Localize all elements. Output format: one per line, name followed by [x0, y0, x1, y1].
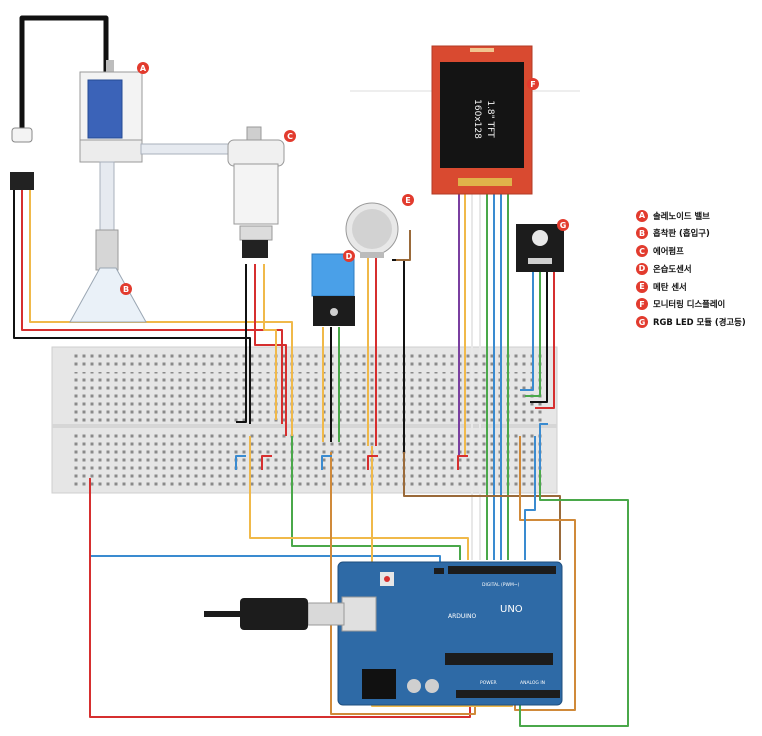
valve-connector: [10, 127, 34, 190]
legend-label-d: 온습도센서: [653, 263, 692, 274]
legend-item-c: C 에어펌프: [636, 243, 762, 260]
legend-item-f: F 모니터링 디스플레이: [636, 296, 762, 313]
badge-d: [343, 250, 355, 262]
usb-cable: [204, 596, 377, 632]
tft-text-line1: 1.8" TFT: [485, 100, 495, 138]
arduino-analog-header: ANALOG IN: [520, 680, 545, 686]
legend-badge-g: G: [636, 316, 648, 329]
legend-label-c: 에어펌프: [653, 246, 684, 257]
badge-f-letter: F: [530, 80, 535, 89]
air-pump: [227, 126, 285, 258]
badge-c-letter: C: [287, 132, 293, 141]
badge-e-letter: E: [405, 196, 410, 205]
badge-f: [527, 78, 539, 90]
legend-badge-b: B: [636, 227, 648, 240]
breadboard: [51, 346, 558, 494]
legend-badge-f: F: [636, 298, 648, 311]
arduino-power-header: POWER: [480, 680, 497, 686]
badge-a-letter: A: [140, 64, 147, 73]
legend-label-e: 메탄 센서: [653, 281, 687, 292]
component-legend: A 솔레노이드 밸브 B 흡착판 (흡입구) C 에어펌프 D 온습도센서 E …: [636, 207, 762, 332]
badge-e: [402, 194, 414, 206]
legend-label-b: 흡착판 (흡입구): [653, 228, 710, 239]
suction-cup: [69, 229, 147, 323]
arduino-uno-board: [337, 561, 563, 706]
arduino-brand: ARDUINO: [448, 613, 477, 620]
legend-badge-d: D: [636, 262, 648, 275]
badge-a: [137, 62, 149, 74]
legend-label-a: 솔레노이드 밸브: [653, 210, 710, 221]
legend-label-f: 모니터링 디스플레이: [653, 299, 726, 310]
badge-g: [557, 219, 569, 231]
legend-item-d: D 온습도센서: [636, 260, 762, 277]
legend-item-a: A 솔레노이드 밸브: [636, 207, 762, 224]
arduino-model: UNO: [500, 604, 523, 615]
legend-item-g: G RGB LED 모듈 (경고등): [636, 314, 762, 331]
badge-b: [120, 283, 132, 295]
legend-item-b: B 흡착판 (흡입구): [636, 225, 762, 242]
tft-display: [431, 45, 533, 195]
badge-d-letter: D: [346, 252, 353, 261]
legend-badge-e: E: [636, 280, 648, 293]
badge-c: [284, 130, 296, 142]
methane-sensor: [345, 202, 399, 258]
dht-sensor: [311, 253, 355, 326]
legend-item-e: E 메탄 센서: [636, 278, 762, 295]
solenoid-valve: [79, 60, 252, 233]
tft-text-line2: 160x128: [472, 99, 482, 139]
legend-badge-a: A: [636, 209, 648, 222]
legend-badge-c: C: [636, 245, 648, 258]
legend-label-g: RGB LED 모듈 (경고등): [653, 317, 746, 328]
badge-g-letter: G: [560, 221, 567, 230]
rgb-led-module: [516, 224, 564, 272]
arduino-digital-header: DIGITAL (PWM~): [482, 582, 520, 588]
wiring: [13, 15, 629, 727]
badge-b-letter: B: [123, 285, 129, 294]
callout-badges: A B C D E F G: [120, 62, 569, 295]
